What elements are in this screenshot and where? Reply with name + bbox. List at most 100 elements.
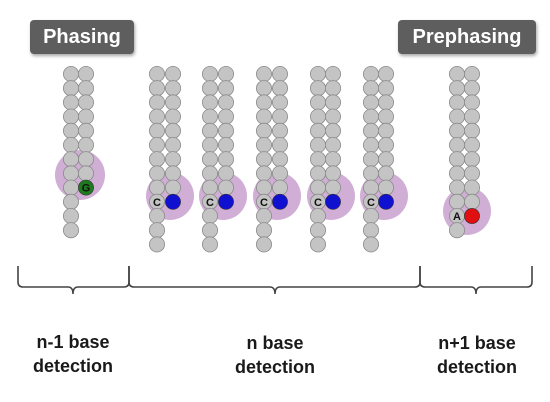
template-bead bbox=[255, 165, 272, 182]
template-bead bbox=[362, 207, 379, 224]
template-bead bbox=[148, 207, 165, 224]
strand-n-5: C bbox=[360, 66, 408, 253]
template-bead bbox=[309, 151, 326, 168]
template-bead bbox=[362, 108, 379, 125]
template-bead bbox=[148, 236, 165, 253]
synthesized-bead bbox=[324, 122, 341, 139]
template-bead bbox=[309, 66, 326, 83]
synthesized-bead bbox=[324, 66, 341, 83]
caption-n-plus-1-line2: detection bbox=[436, 357, 517, 377]
synthesized-bead bbox=[78, 165, 95, 182]
strand-prephasing-6: A bbox=[443, 66, 491, 239]
synthesized-bead bbox=[164, 66, 181, 83]
bracket-n-minus-1 bbox=[17, 266, 130, 295]
bracket-n-plus-1 bbox=[419, 266, 533, 295]
template-bead bbox=[309, 222, 326, 239]
template-bead bbox=[255, 151, 272, 168]
synthesized-bead bbox=[377, 66, 394, 83]
template-bead bbox=[148, 179, 165, 196]
synthesized-bead bbox=[78, 122, 95, 139]
template-bead bbox=[362, 136, 379, 153]
template-bead bbox=[448, 94, 465, 111]
template-bead bbox=[362, 80, 379, 97]
template-bead bbox=[255, 122, 272, 139]
template-bead bbox=[201, 151, 218, 168]
synthesized-bead bbox=[377, 108, 394, 125]
strand-n-4: C bbox=[307, 66, 355, 253]
synthesized-bead bbox=[164, 80, 181, 97]
synthesized-bead bbox=[271, 179, 288, 196]
synthesized-bead bbox=[324, 179, 341, 196]
template-bead bbox=[309, 94, 326, 111]
synthesized-bead bbox=[164, 165, 181, 182]
synthesized-bead bbox=[377, 151, 394, 168]
base-letter: C bbox=[314, 197, 322, 209]
base-letter: G bbox=[82, 183, 91, 195]
synthesized-bead bbox=[78, 136, 95, 153]
template-bead bbox=[309, 136, 326, 153]
template-bead bbox=[255, 66, 272, 83]
template-bead bbox=[448, 193, 465, 210]
synthesized-bead bbox=[463, 179, 480, 196]
caption-n-line2: detection bbox=[234, 357, 315, 377]
template-bead bbox=[362, 94, 379, 111]
template-bead bbox=[201, 94, 218, 111]
template-bead bbox=[309, 179, 326, 196]
template-bead bbox=[362, 236, 379, 253]
template-bead bbox=[362, 122, 379, 139]
template-bead bbox=[201, 207, 218, 224]
template-bead bbox=[255, 179, 272, 196]
template-bead bbox=[448, 108, 465, 125]
bracket-n bbox=[128, 266, 421, 295]
template-bead bbox=[255, 80, 272, 97]
template-bead bbox=[255, 207, 272, 224]
template-bead bbox=[63, 122, 80, 139]
template-bead bbox=[448, 179, 465, 196]
synthesized-bead bbox=[271, 108, 288, 125]
synthesized-bead bbox=[217, 66, 234, 83]
template-bead bbox=[63, 136, 80, 153]
template-bead bbox=[63, 66, 80, 83]
synthesized-bead bbox=[463, 165, 480, 182]
synthesized-bead bbox=[217, 122, 234, 139]
template-bead bbox=[201, 179, 218, 196]
detected-base-bead bbox=[272, 193, 288, 210]
synthesized-bead bbox=[164, 94, 181, 111]
template-bead bbox=[255, 136, 272, 153]
synthesized-bead bbox=[78, 66, 95, 83]
synthesized-bead bbox=[217, 80, 234, 97]
template-bead bbox=[63, 193, 80, 210]
synthesized-bead bbox=[164, 108, 181, 125]
template-bead bbox=[309, 207, 326, 224]
synthesized-bead bbox=[78, 94, 95, 111]
detected-base-bead bbox=[464, 208, 480, 224]
template-bead bbox=[148, 122, 165, 139]
synthesized-bead bbox=[324, 94, 341, 111]
template-bead bbox=[309, 80, 326, 97]
synthesized-bead bbox=[463, 94, 480, 111]
template-bead bbox=[63, 179, 80, 196]
template-bead bbox=[448, 136, 465, 153]
synthesized-bead bbox=[463, 193, 480, 210]
caption-n: n base detection bbox=[200, 331, 350, 379]
synthesized-bead bbox=[324, 108, 341, 125]
synthesized-bead bbox=[271, 165, 288, 182]
template-bead bbox=[255, 236, 272, 253]
synthesized-bead bbox=[463, 66, 480, 83]
template-bead bbox=[309, 122, 326, 139]
template-bead bbox=[63, 108, 80, 125]
template-bead bbox=[201, 122, 218, 139]
strand-n-2: C bbox=[199, 66, 247, 253]
template-bead bbox=[63, 207, 80, 224]
synthesized-bead bbox=[78, 80, 95, 97]
template-bead bbox=[201, 136, 218, 153]
caption-n-minus-1-line1: n-1 base bbox=[36, 332, 110, 352]
synthesized-bead bbox=[463, 151, 480, 168]
synthesized-bead bbox=[463, 108, 480, 125]
synthesized-bead bbox=[217, 165, 234, 182]
synthesized-bead bbox=[324, 136, 341, 153]
synthesized-bead bbox=[217, 108, 234, 125]
synthesized-bead bbox=[271, 136, 288, 153]
strand-n-3: C bbox=[253, 66, 301, 253]
